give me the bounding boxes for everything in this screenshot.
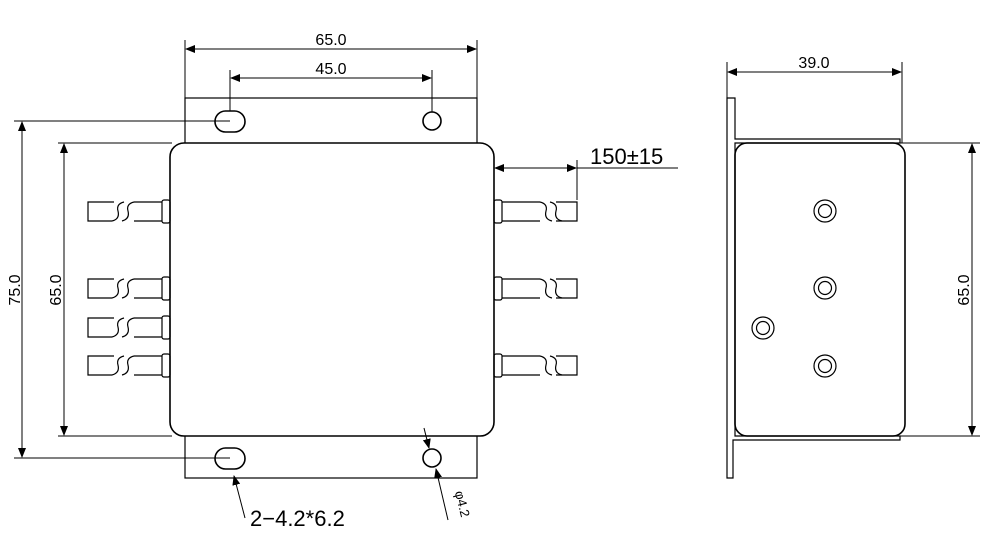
dim-width-overall: 65.0 bbox=[184, 32, 478, 98]
right-lead bbox=[493, 199, 578, 224]
side-bracket bbox=[726, 97, 901, 479]
dim-label-65-side: 65.0 bbox=[956, 274, 973, 305]
dim-label-65-left: 65.0 bbox=[48, 274, 65, 305]
terminal bbox=[751, 316, 775, 340]
filter-body bbox=[169, 142, 495, 437]
right-lead bbox=[493, 353, 578, 378]
dim-side-height: 65.0 bbox=[900, 142, 980, 437]
dim-label-75: 75.0 bbox=[7, 274, 24, 305]
dim-height-overall: 75.0 bbox=[7, 120, 230, 459]
left-leads bbox=[87, 199, 171, 378]
left-lead bbox=[87, 276, 171, 301]
side-body bbox=[734, 142, 906, 437]
dim-side-depth: 39.0 bbox=[726, 55, 903, 143]
dim-label-39: 39.0 bbox=[798, 55, 829, 72]
dim-hole-spacing: 45.0 bbox=[229, 61, 433, 112]
callout-slot-label: 2−4.2*6.2 bbox=[250, 506, 345, 531]
bottom-right-hole bbox=[422, 448, 442, 468]
dim-label-45: 45.0 bbox=[315, 61, 346, 78]
side-view: 39.0 65.0 bbox=[726, 55, 980, 479]
top-right-hole bbox=[422, 111, 442, 131]
callout-hole: φ4.2 bbox=[422, 427, 473, 521]
right-lead bbox=[493, 276, 578, 301]
terminal bbox=[813, 276, 837, 300]
callout-hole-label: φ4.2 bbox=[452, 489, 473, 518]
side-terminals bbox=[751, 199, 837, 378]
callout-slot: 2−4.2*6.2 bbox=[232, 475, 345, 531]
dim-label-65-top: 65.0 bbox=[315, 32, 346, 49]
left-lead bbox=[87, 315, 171, 340]
dim-body-height: 65.0 bbox=[48, 142, 172, 437]
right-leads bbox=[493, 199, 578, 378]
terminal bbox=[813, 199, 837, 223]
dim-wire-length: 150±15 bbox=[494, 144, 678, 200]
terminal bbox=[813, 354, 837, 378]
left-lead bbox=[87, 199, 171, 224]
front-view: 65.0 45.0 75.0 65.0 150±15 bbox=[7, 32, 678, 531]
dim-label-wire-length: 150±15 bbox=[590, 144, 663, 169]
left-lead bbox=[87, 353, 171, 378]
